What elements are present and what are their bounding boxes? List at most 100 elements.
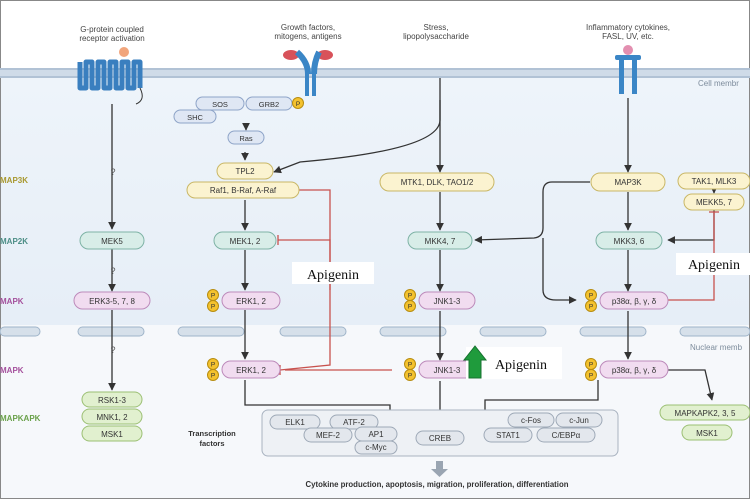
- cytoplasm-region: [0, 75, 750, 325]
- svg-text:P: P: [211, 373, 215, 380]
- svg-text:c-Jun: c-Jun: [569, 416, 589, 425]
- tf-label-line1: Transcription: [188, 429, 236, 438]
- output-arrow: [431, 461, 448, 477]
- svg-text:P: P: [211, 304, 215, 311]
- stimulus-stress-line1: Stress,: [424, 23, 449, 32]
- phospho-site: P: [207, 358, 219, 370]
- cellular-outcomes-text: Cytokine production, apoptosis, migratio…: [306, 480, 569, 489]
- node-raf: Raf1, B-Raf, A-Raf: [186, 181, 300, 199]
- svg-text:ERK1, 2: ERK1, 2: [236, 366, 266, 375]
- phospho-site: P: [585, 300, 597, 312]
- tf-stat1: STAT1: [483, 427, 533, 443]
- svg-text:P: P: [408, 293, 412, 300]
- upregulation-arrow-icon: [462, 345, 488, 379]
- node-mapkapk: MAPKAPK2, 3, 5: [659, 404, 750, 421]
- svg-text:MAP3K: MAP3K: [614, 178, 642, 187]
- node-msk1-left: MSK1: [81, 425, 143, 442]
- node-mekk5: MEKK5, 7: [683, 193, 745, 211]
- stimulus-inflam-line1: Inflammatory cytokines,: [586, 23, 670, 32]
- svg-text:TAK1, MLK3: TAK1, MLK3: [692, 177, 737, 186]
- tf-cmyc: c-Myc: [354, 440, 398, 455]
- stimulus-growth-line1: Growth factors,: [281, 23, 335, 32]
- node-map3k: MAP3K: [590, 172, 666, 192]
- node-p38-cytoplasm: p38α, β, γ, δ: [599, 291, 669, 310]
- svg-text:p38α, β, γ, δ: p38α, β, γ, δ: [612, 366, 657, 375]
- svg-text:AP1: AP1: [368, 430, 384, 439]
- svg-text:P: P: [211, 362, 215, 369]
- svg-text:P: P: [408, 362, 412, 369]
- tier-mapk-cytoplasm: MAPK: [0, 297, 24, 306]
- stimulus-stress-line2: lipopolysaccharide: [403, 32, 469, 41]
- node-shc: SHC: [173, 109, 217, 124]
- svg-text:ERK1, 2: ERK1, 2: [236, 297, 266, 306]
- apigenin-label-p38: Apigenin: [676, 253, 750, 275]
- node-mkk36: MKK3, 6: [595, 231, 663, 250]
- phospho-site: P: [585, 358, 597, 370]
- svg-text:MEK5: MEK5: [101, 237, 123, 246]
- apigenin-label-jnk: Apigenin: [462, 345, 562, 379]
- node-erk12-nucleus: ERK1, 2: [221, 360, 281, 379]
- unknown-link-3: ?: [110, 345, 115, 355]
- tf-elk1: ELK1: [269, 414, 321, 430]
- svg-text:GRB2: GRB2: [259, 100, 279, 109]
- svg-text:ERK3-5, 7, 8: ERK3-5, 7, 8: [89, 297, 135, 306]
- svg-text:JNK1-3: JNK1-3: [434, 366, 461, 375]
- svg-text:MAPKAPK2, 3, 5: MAPKAPK2, 3, 5: [675, 409, 736, 418]
- svg-text:c-Myc: c-Myc: [365, 443, 386, 452]
- svg-text:P: P: [211, 293, 215, 300]
- stimulus-gpcr-line2: receptor activation: [79, 34, 144, 43]
- stimulus-gpcr-line1: G-protein coupled: [80, 25, 144, 34]
- phospho-site: P: [404, 289, 416, 301]
- node-p38-nucleus: p38α, β, γ, δ: [599, 360, 669, 379]
- svg-text:ELK1: ELK1: [285, 418, 305, 427]
- svg-text:P: P: [408, 304, 412, 311]
- tier-mapk-nucleus: MAPK: [0, 366, 24, 375]
- phospho-grb2: P: [292, 97, 304, 109]
- growth-factor-receptor-icon: [283, 49, 333, 96]
- svg-text:STAT1: STAT1: [496, 431, 520, 440]
- phospho-site: P: [207, 300, 219, 312]
- unknown-link-1: ?: [110, 167, 115, 177]
- svg-text:MTK1, DLK, TAO1/2: MTK1, DLK, TAO1/2: [401, 178, 474, 187]
- svg-text:MNK1, 2: MNK1, 2: [96, 413, 128, 422]
- node-mkk47: MKK4, 7: [407, 231, 473, 250]
- nuclear-membrane-label: Nuclear memb: [690, 343, 743, 352]
- svg-text:Apigenin: Apigenin: [307, 268, 359, 283]
- gpcr-receptor-icon: [77, 47, 143, 105]
- stimulus-inflam-line2: FASL, UV, etc.: [602, 32, 654, 41]
- node-erk3: ERK3-5, 7, 8: [73, 291, 151, 310]
- cell-membrane-label: Cell membr: [698, 79, 739, 88]
- svg-text:P: P: [589, 304, 593, 311]
- node-mnk: MNK1, 2: [81, 408, 143, 425]
- svg-text:JNK1-3: JNK1-3: [434, 297, 461, 306]
- node-grb2: GRB2: [245, 96, 293, 111]
- tf-cjun: c-Jun: [555, 412, 603, 428]
- tier-map3k: MAP3K: [0, 176, 28, 185]
- svg-text:Apigenin: Apigenin: [688, 258, 740, 273]
- node-rsk: RSK1-3: [81, 391, 143, 408]
- svg-text:P: P: [296, 101, 300, 108]
- svg-text:MEKK5, 7: MEKK5, 7: [696, 198, 733, 207]
- node-jnk-cytoplasm: JNK1-3: [418, 291, 476, 310]
- svg-text:MSK1: MSK1: [696, 429, 718, 438]
- node-tak1: TAK1, MLK3: [677, 172, 750, 190]
- svg-text:ATF-2: ATF-2: [343, 418, 365, 427]
- phospho-site: P: [207, 369, 219, 381]
- tf-cfos: c-Fos: [507, 412, 555, 428]
- svg-text:P: P: [589, 373, 593, 380]
- svg-text:p38α, β, γ, δ: p38α, β, γ, δ: [612, 297, 657, 306]
- tf-ap1: AP1: [354, 426, 398, 442]
- phospho-site: P: [404, 300, 416, 312]
- tf-cebp: C/EBPα: [536, 427, 596, 443]
- svg-text:P: P: [408, 373, 412, 380]
- tier-mapkapk: MAPKAPK: [0, 414, 41, 423]
- svg-text:TPL2: TPL2: [235, 167, 255, 176]
- node-erk12-cytoplasm: ERK1, 2: [221, 291, 281, 310]
- node-msk1-right: MSK1: [681, 424, 733, 441]
- unknown-link-2: ?: [110, 266, 115, 276]
- cytokine-receptor-icon: [615, 45, 641, 94]
- tf-atf2: ATF-2: [329, 414, 379, 430]
- tf-creb: CREB: [415, 430, 465, 446]
